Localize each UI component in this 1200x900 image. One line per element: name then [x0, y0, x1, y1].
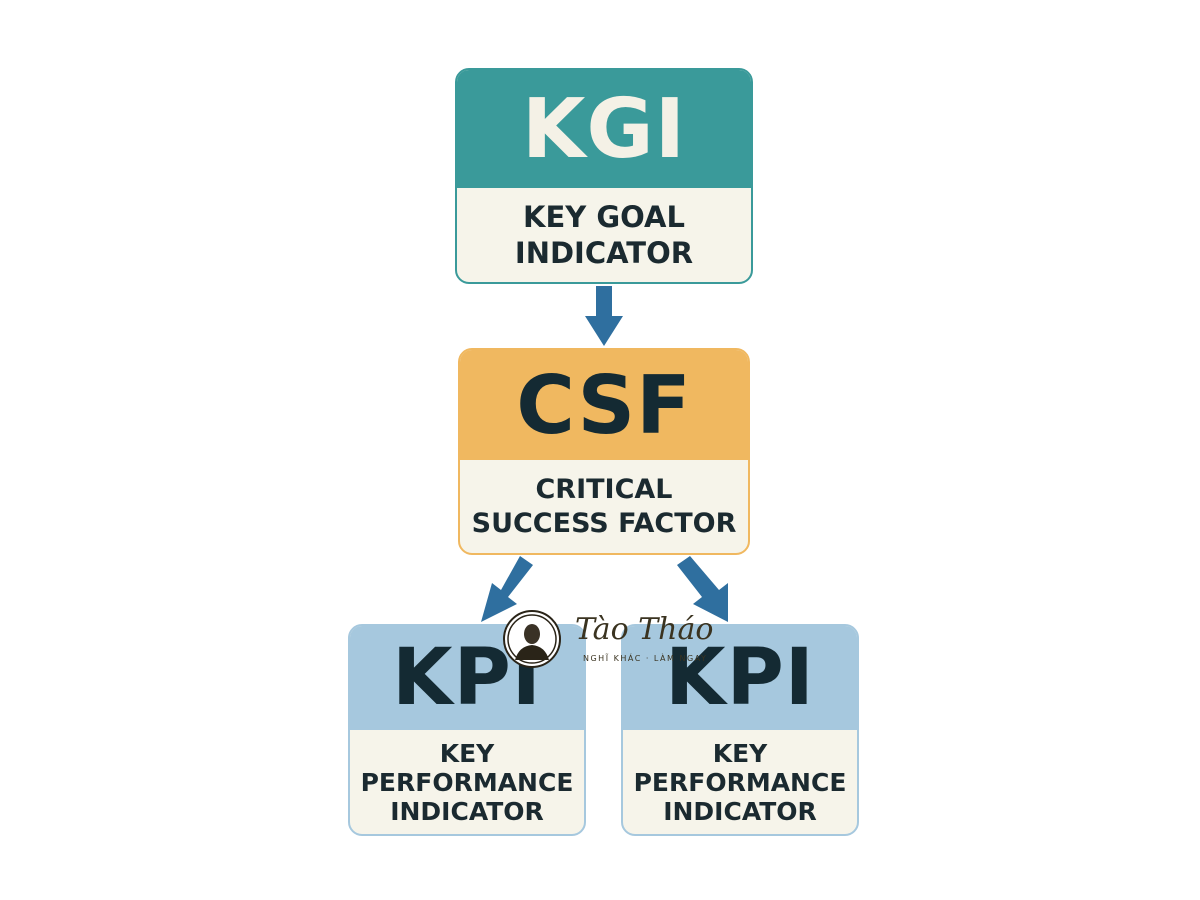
- watermark-name: Tào Tháo: [575, 612, 714, 647]
- watermark: Tào Tháo NGHĨ KHÁC · LÀM NGAY: [503, 608, 713, 670]
- portrait-logo-icon: [503, 610, 561, 668]
- csf-acronym: CSF: [460, 350, 748, 460]
- csf-desc-line-1: CRITICAL: [535, 473, 673, 505]
- kgi-acronym: KGI: [457, 70, 751, 188]
- kpi-right-desc-line-3: INDICATOR: [663, 796, 817, 826]
- csf-desc-line-2: SUCCESS FACTOR: [471, 507, 737, 539]
- arrow-kgi-to-csf: [585, 286, 623, 346]
- kpi-right-desc-line-1: KEY: [712, 738, 768, 768]
- csf-card: CSF CRITICAL SUCCESS FACTOR: [458, 348, 750, 555]
- kpi-right-description: KEY PERFORMANCE INDICATOR: [623, 730, 857, 834]
- kgi-card: KGI KEY GOAL INDICATOR: [455, 68, 753, 284]
- arrow-csf-to-kpi-right: [677, 556, 728, 622]
- watermark-tagline: NGHĨ KHÁC · LÀM NGAY: [583, 654, 708, 663]
- csf-description: CRITICAL SUCCESS FACTOR: [460, 460, 748, 553]
- kgi-desc-line-2: INDICATOR: [514, 236, 694, 270]
- kpi-right-acronym: KPI: [623, 626, 857, 730]
- kgi-description: KEY GOAL INDICATOR: [457, 188, 751, 282]
- kpi-left-description: KEY PERFORMANCE INDICATOR: [350, 730, 584, 834]
- arrow-csf-to-kpi-left: [481, 556, 533, 622]
- kpi-card-right: KPI KEY PERFORMANCE INDICATOR: [621, 624, 859, 836]
- kgi-desc-line-1: KEY GOAL: [523, 200, 685, 234]
- kpi-left-desc-line-3: INDICATOR: [390, 796, 544, 826]
- kpi-right-desc-line-2: PERFORMANCE: [633, 767, 847, 797]
- kpi-left-desc-line-2: PERFORMANCE: [360, 767, 574, 797]
- kpi-left-desc-line-1: KEY: [439, 738, 495, 768]
